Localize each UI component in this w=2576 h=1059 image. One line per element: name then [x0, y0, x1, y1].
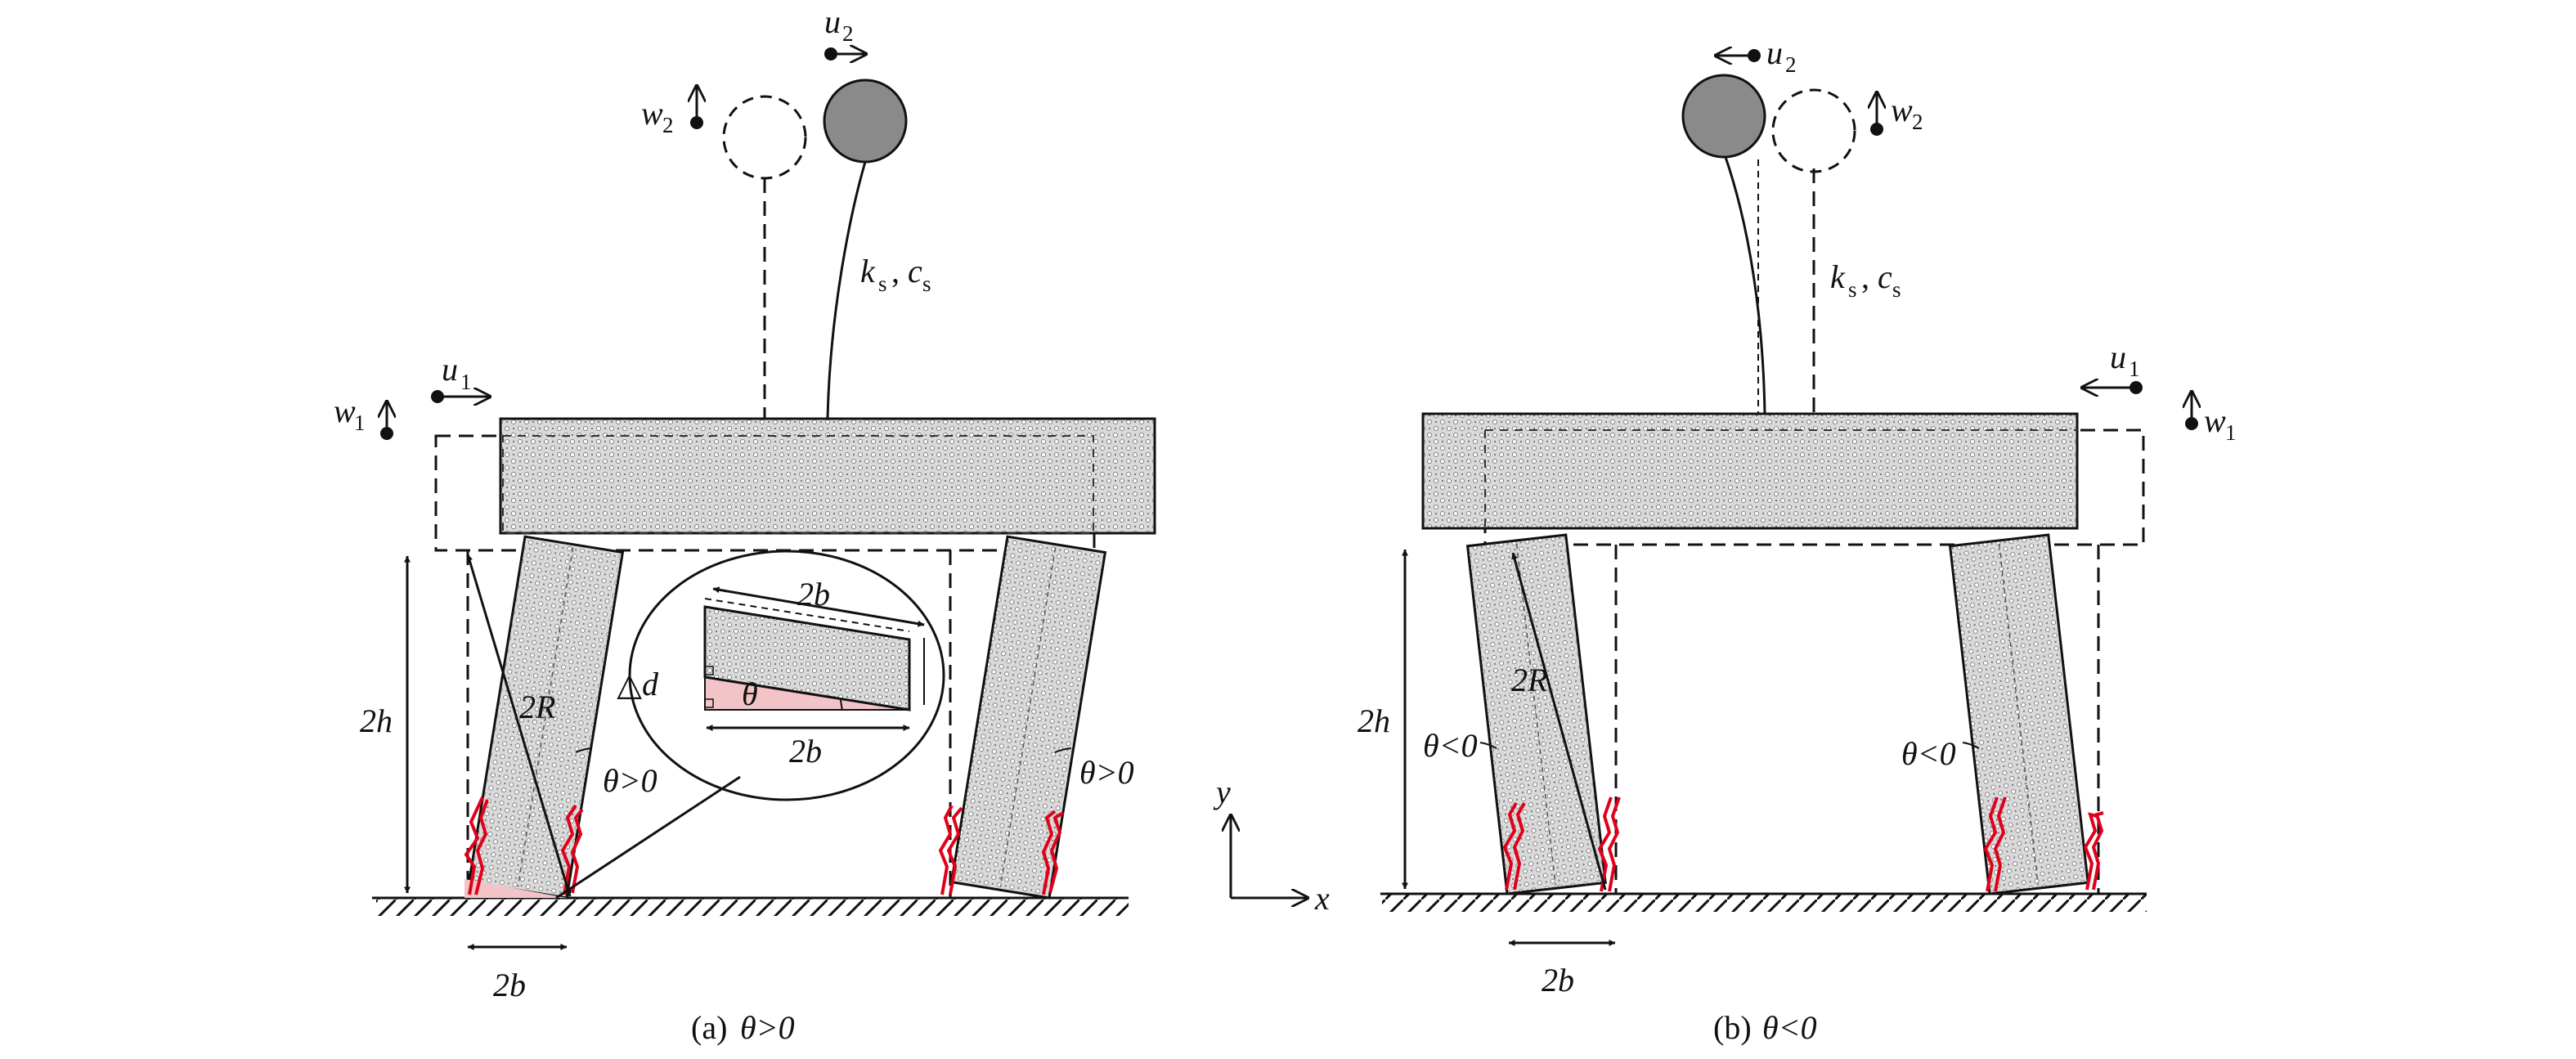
svg-text:2: 2 [1912, 110, 1923, 134]
angle-label-right-b: θ<0 [1901, 735, 1956, 772]
svg-text:1: 1 [354, 411, 366, 435]
svg-text:c: c [908, 253, 922, 289]
angle-label-right-a: θ>0 [1079, 754, 1134, 791]
mass-undeformed-a [722, 95, 807, 180]
w2-indicator-b: w 2 [1870, 92, 1923, 136]
svg-text:s: s [1848, 277, 1857, 302]
svg-text:k: k [1830, 258, 1846, 295]
svg-text:s: s [1892, 277, 1901, 302]
panel-a: 2b 2b θ △d 2h 2R θ>0 θ>0 2b u 2 [334, 3, 1156, 1046]
mass-undeformed-b [1771, 88, 1856, 173]
svg-text:c: c [1878, 258, 1892, 295]
svg-text:u: u [442, 351, 458, 388]
svg-text:w: w [2204, 402, 2226, 439]
svg-text:,: , [1861, 258, 1869, 295]
w2-indicator-a: w 2 [641, 85, 703, 137]
base-label-b: 2b [1542, 962, 1574, 998]
deck-inner-outline-a [502, 435, 1094, 534]
mass-deformed-a [823, 79, 908, 164]
svg-text:w: w [334, 393, 356, 429]
inset-bottom-label: 2b [789, 733, 822, 770]
height-label-a: 2h [360, 702, 393, 739]
axis-x-label: x [1314, 880, 1330, 917]
deck-b [1421, 412, 2079, 530]
rocking-column-right-b [1948, 533, 2089, 895]
spring-damper-label-a: k s , c s [860, 253, 931, 296]
mass-column-a [826, 161, 867, 420]
inset-top-2b-arrow [712, 586, 925, 627]
panel-b: 2h 2R θ<0 θ<0 2b u 2 w 2 u 1 [1358, 34, 2237, 1046]
base-label-a: 2b [493, 967, 526, 1003]
radius-label-a: 2R [519, 689, 555, 725]
rocking-column-right-a [949, 535, 1107, 900]
rocking-column-left-b [1465, 533, 1607, 895]
axis-y-label: y [1213, 774, 1231, 810]
radius-arrow-a [466, 554, 572, 897]
coordinate-axes: y x [1213, 774, 1330, 917]
u2-indicator-a: u 2 [824, 3, 867, 61]
caption-b: (b) θ<0 [1713, 1009, 1817, 1046]
svg-text:w: w [1891, 92, 1913, 128]
svg-text:(a): (a) [691, 1009, 727, 1046]
svg-text:θ<0: θ<0 [1762, 1009, 1817, 1046]
ground-a [372, 896, 1129, 916]
mass-column-b [1724, 156, 1766, 415]
lumped-mass-b [1681, 74, 1856, 415]
spring-damper-label-b: k s , c s [1830, 258, 1901, 302]
deck-a [499, 417, 1156, 535]
lumped-mass-a [722, 79, 908, 420]
gap-elements-b [1502, 796, 2104, 892]
caption-a: (a) θ>0 [691, 1009, 795, 1046]
svg-text:2: 2 [662, 113, 674, 137]
svg-text:1: 1 [460, 370, 472, 394]
svg-text:(b): (b) [1713, 1009, 1752, 1046]
inset-delta-label: △d [617, 666, 659, 702]
contact-inset-a: 2b 2b θ △d [555, 550, 945, 900]
inset-top-label: 2b [797, 576, 830, 613]
svg-text:s: s [878, 271, 887, 296]
svg-text:w: w [641, 95, 663, 132]
radius-label-b: 2R [1511, 662, 1547, 698]
svg-text:s: s [922, 271, 931, 296]
svg-text:2: 2 [842, 21, 854, 46]
svg-text:u: u [2110, 339, 2126, 375]
u1-indicator-a: u 1 [431, 351, 491, 403]
svg-text:1: 1 [2129, 357, 2140, 381]
svg-text:2: 2 [1785, 52, 1797, 77]
angle-label-left-a: θ>0 [603, 762, 657, 799]
inset-theta-label: θ [742, 675, 758, 712]
svg-text:,: , [891, 253, 900, 289]
angle-label-left-b: θ<0 [1423, 727, 1478, 764]
svg-text:u: u [1766, 34, 1783, 71]
mass-deformed-b [1681, 74, 1766, 159]
u2-indicator-b: u 2 [1715, 34, 1797, 77]
w1-indicator-a: w 1 [334, 393, 393, 440]
height-label-b: 2h [1358, 702, 1390, 739]
svg-text:1: 1 [2225, 420, 2237, 445]
u1-indicator-b: u 1 [2081, 339, 2143, 394]
ground-b [1380, 892, 2147, 912]
w1-indicator-b: w 1 [2185, 391, 2237, 445]
svg-text:θ>0: θ>0 [740, 1009, 795, 1046]
svg-text:u: u [824, 3, 841, 40]
svg-text:k: k [860, 253, 876, 289]
radius-arrow-b [1511, 552, 1607, 891]
